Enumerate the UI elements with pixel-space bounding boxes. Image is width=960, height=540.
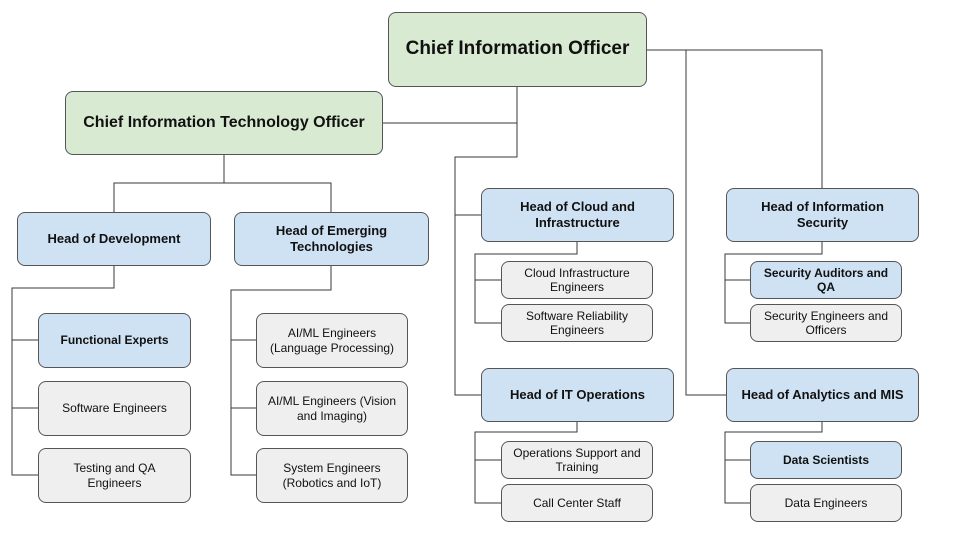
- team-security-engineers: Security Engineers and Officers: [750, 304, 902, 342]
- connector-cio-security: [647, 49, 823, 188]
- team-ops-support: Operations Support and Training: [501, 441, 653, 479]
- team-cloud-infra: Cloud Infrastructure Engineers: [501, 261, 653, 299]
- team-data-engineers: Data Engineers: [750, 484, 902, 522]
- cito-box: Chief Information Technology Officer: [65, 91, 383, 155]
- team-security-auditors: Security Auditors and QA: [750, 261, 902, 299]
- cio-box: Chief Information Officer: [388, 12, 647, 87]
- team-aiml-vision: AI/ML Engineers (Vision and Imaging): [256, 381, 408, 436]
- team-data-scientists: Data Scientists: [750, 441, 902, 479]
- team-system-engineers: System Engineers (Robotics and IoT): [256, 448, 408, 503]
- connector-cio-itops: [454, 215, 481, 396]
- team-testing-qa: Testing and QA Engineers: [38, 448, 191, 503]
- head-emerging-box: Head of Emerging Technologies: [234, 212, 429, 266]
- head-development-box: Head of Development: [17, 212, 211, 266]
- head-cloud-box: Head of Cloud and Infrastructure: [481, 188, 674, 242]
- team-sre: Software Reliability Engineers: [501, 304, 653, 342]
- connector-security-team: [724, 242, 823, 324]
- connector-analytics-team: [724, 422, 823, 504]
- connector-dev-team: [11, 266, 115, 476]
- connector-cito-heads: [113, 155, 225, 212]
- team-software-engineers: Software Engineers: [38, 381, 191, 436]
- head-security-box: Head of Information Security: [726, 188, 919, 242]
- team-functional-experts: Functional Experts: [38, 313, 191, 368]
- connector-cio-analytics: [685, 50, 726, 396]
- team-call-center: Call Center Staff: [501, 484, 653, 522]
- connector-cito-emerging: [224, 182, 332, 212]
- connector-cio-cito: [383, 87, 518, 124]
- team-aiml-language: AI/ML Engineers (Language Processing): [256, 313, 408, 368]
- connector-cloud-team: [474, 242, 578, 324]
- head-analytics-box: Head of Analytics and MIS: [726, 368, 919, 422]
- connector-cio-cloud: [454, 123, 518, 216]
- connector-emerging-team: [230, 266, 332, 476]
- connector-itops-team: [474, 422, 578, 504]
- head-it-ops-box: Head of IT Operations: [481, 368, 674, 422]
